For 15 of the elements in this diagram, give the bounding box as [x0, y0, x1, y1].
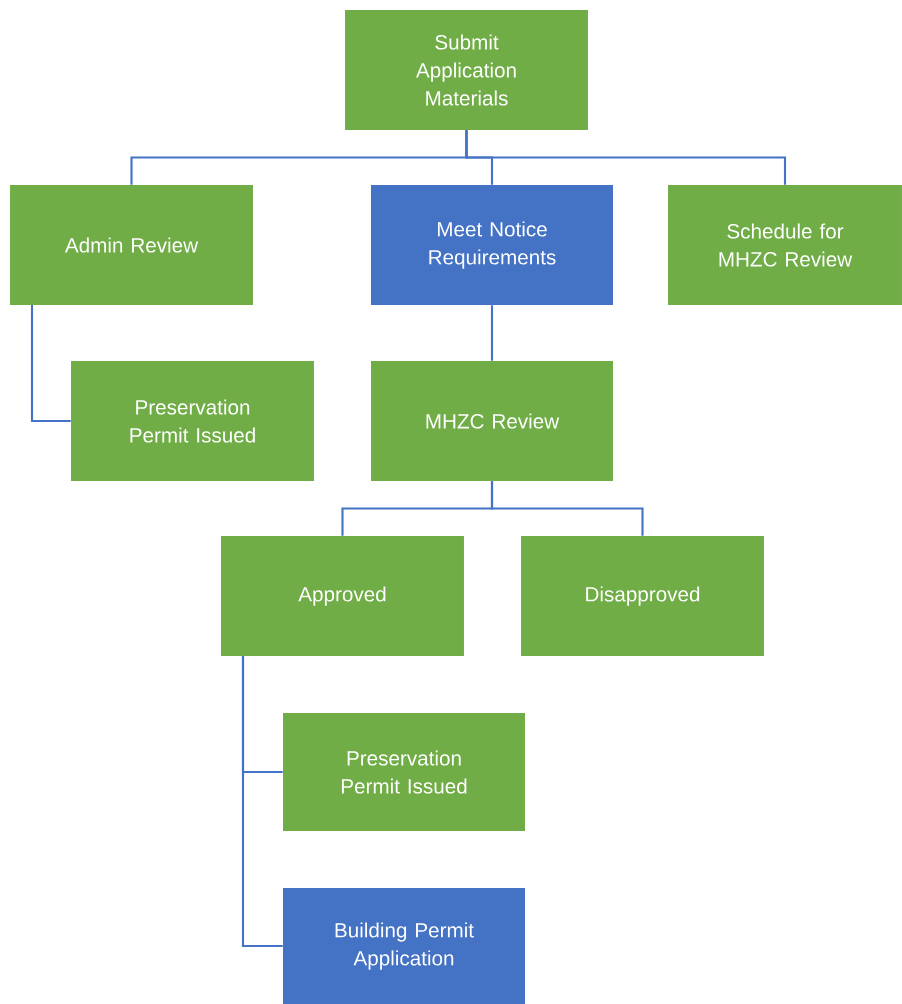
process-box: Admin Review [10, 185, 253, 305]
connector-line [490, 305, 494, 361]
process-box: Preservation Permit Issued [283, 713, 525, 831]
process-box: Meet Notice Requirements [371, 185, 613, 305]
connector-line [30, 305, 71, 423]
process-box: Preservation Permit Issued [71, 361, 314, 481]
process-box: Approved [221, 536, 464, 656]
process-box: Building Permit Application [283, 888, 525, 1004]
connector-line [241, 656, 283, 948]
process-box: Disapproved [521, 536, 764, 656]
process-box: MHZC Review [371, 361, 613, 481]
process-box: Schedule for MHZC Review [668, 185, 902, 305]
connector-line [490, 481, 644, 536]
process-box: Submit Application Materials [345, 10, 588, 130]
connector-line [465, 130, 787, 185]
